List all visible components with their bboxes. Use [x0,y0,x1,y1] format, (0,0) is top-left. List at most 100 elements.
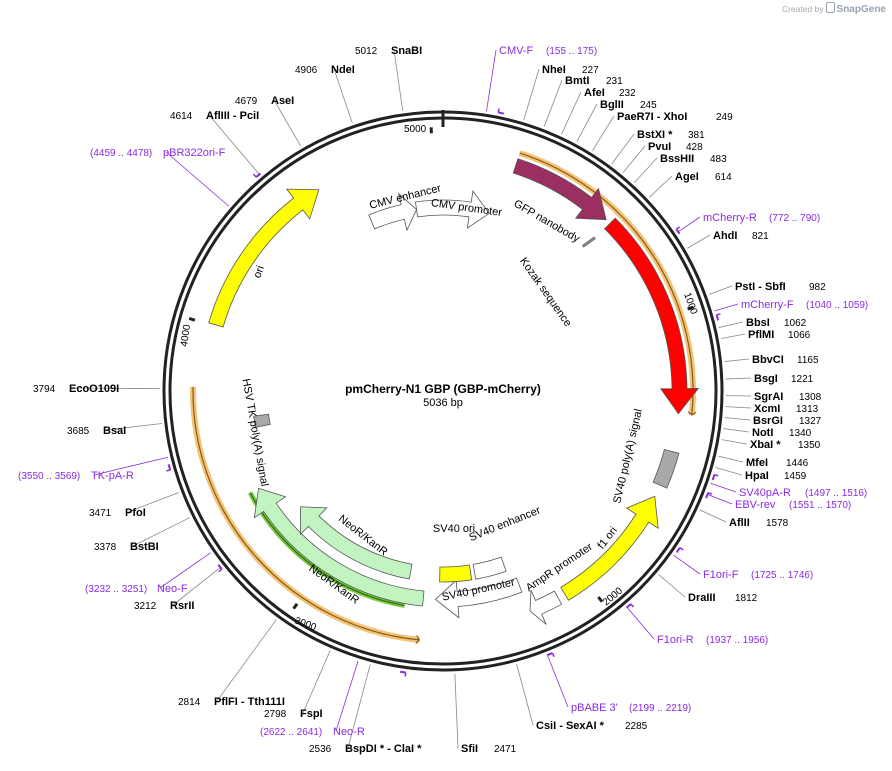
site-name: NdeI [331,64,355,76]
site-pos: 249 [716,112,733,123]
site-name: SnaBI [391,45,422,57]
site-pos: 4906 [295,65,318,76]
site-name: AflII [729,517,750,529]
site-pos: 1062 [784,318,807,329]
site-pos: 1165 [797,355,819,366]
leader-line [217,620,276,701]
leader-line [634,158,657,183]
primer-name: CMV-F [499,45,534,57]
primer-mark-end [498,109,499,113]
leader-line [724,359,749,362]
leader-line [718,456,743,462]
leader-line [714,304,738,311]
leader-line [544,80,562,127]
tick-label-4000: 4000 [179,323,193,347]
site-pos: 381 [688,130,705,141]
leader-line [577,104,597,142]
site-name: CsiI - SexAI * [536,720,605,732]
snapgene-logo-icon [826,2,835,13]
tick-label-1000: 1000 [681,291,699,316]
feature-label-sv40-enhancer: SV40 enhancer [467,504,542,544]
site-pos: 231 [606,76,623,87]
site-pos: 2471 [494,744,517,755]
site-name: BspDI * - ClaI * [345,743,422,755]
feature-kozak-mark [583,238,595,247]
leader-line [687,235,710,248]
leader-line [394,50,403,111]
leader-line [334,69,352,123]
leader-line [725,418,750,420]
primer-mark-end [717,314,721,315]
primer-mark [676,229,679,234]
primer-name: Neo-F [157,583,188,595]
site-name: BstBI [130,541,159,553]
site-pos: 2798 [264,709,287,720]
plasmid-name: pmCherry-N1 GBP (GBP-mCherry) [345,382,541,396]
site-pos: 2285 [625,721,648,732]
site-pos: 2536 [309,744,332,755]
site-pos: 3685 [67,426,90,437]
primer-mark [706,493,708,498]
site-pos: 232 [619,88,636,99]
tick-label-3000: 3000 [293,615,318,633]
site-pos: 1446 [786,458,809,469]
site-pos: 982 [809,282,826,293]
site-pos: 428 [686,142,703,153]
leader-line [592,116,614,151]
leader-line [455,674,458,748]
primer-mark-end [680,548,683,550]
leader-line [674,555,700,574]
primer-range: (155 .. 175) [546,46,597,57]
site-name: XbaI * [750,439,781,451]
site-pos: 3794 [33,384,56,395]
feature-sv40-poly-a-signal [653,449,679,488]
leader-line [721,334,745,339]
leader-line [649,176,672,197]
primer-range: (3550 .. 3569) [18,471,80,482]
site-pos: 483 [710,154,727,165]
leader-line [562,92,581,134]
site-name: BglII [600,99,624,111]
leader-line [303,651,330,713]
feature-ori [209,189,319,327]
site-pos: 1221 [791,374,814,385]
primer-name: pBR322ori-F [163,147,226,159]
leader-line [209,115,260,175]
primer-mark-end [405,673,406,677]
feature-label-hsv-tk-polya: HSV TK poly(A) signal [240,378,271,488]
site-pos: 1578 [766,518,789,529]
site-pos: 4679 [235,96,258,107]
primer-range: (1497 .. 1516) [805,488,867,499]
site-pos: 1459 [784,471,807,482]
primer-mark-end [219,569,222,572]
site-pos: 5012 [355,46,378,57]
site-name: PflFI - Tth111I [214,696,285,708]
site-name: BmtI [565,75,589,87]
site-pos: 821 [752,231,769,242]
leader-line [166,152,229,206]
site-name: BbvCI [752,354,784,366]
scale-tick [189,318,195,320]
leader-line [726,407,751,408]
site-pos: 245 [640,100,657,111]
site-name: PaeR7I - XhoI [617,111,687,123]
primer-range: (3232 .. 3251) [85,584,147,595]
primer-range: (1937 .. 1956) [706,635,768,646]
leader-line [524,69,539,120]
leader-line [719,322,743,328]
leader-line [547,654,568,707]
site-pos: 614 [715,172,732,183]
site-name: FspI [300,708,323,720]
site-name: BssHII [660,153,694,165]
primer-mark-end [254,174,257,177]
leader-line [517,664,533,725]
tick-label-5000: 5000 [404,124,427,135]
site-name: BbsI [746,317,770,329]
leader-line [715,468,742,475]
primer-name: Neo-R [333,726,365,738]
site-name: AfeI [584,87,605,99]
site-pos: 1327 [799,416,822,427]
primer-mark-end [631,604,634,607]
